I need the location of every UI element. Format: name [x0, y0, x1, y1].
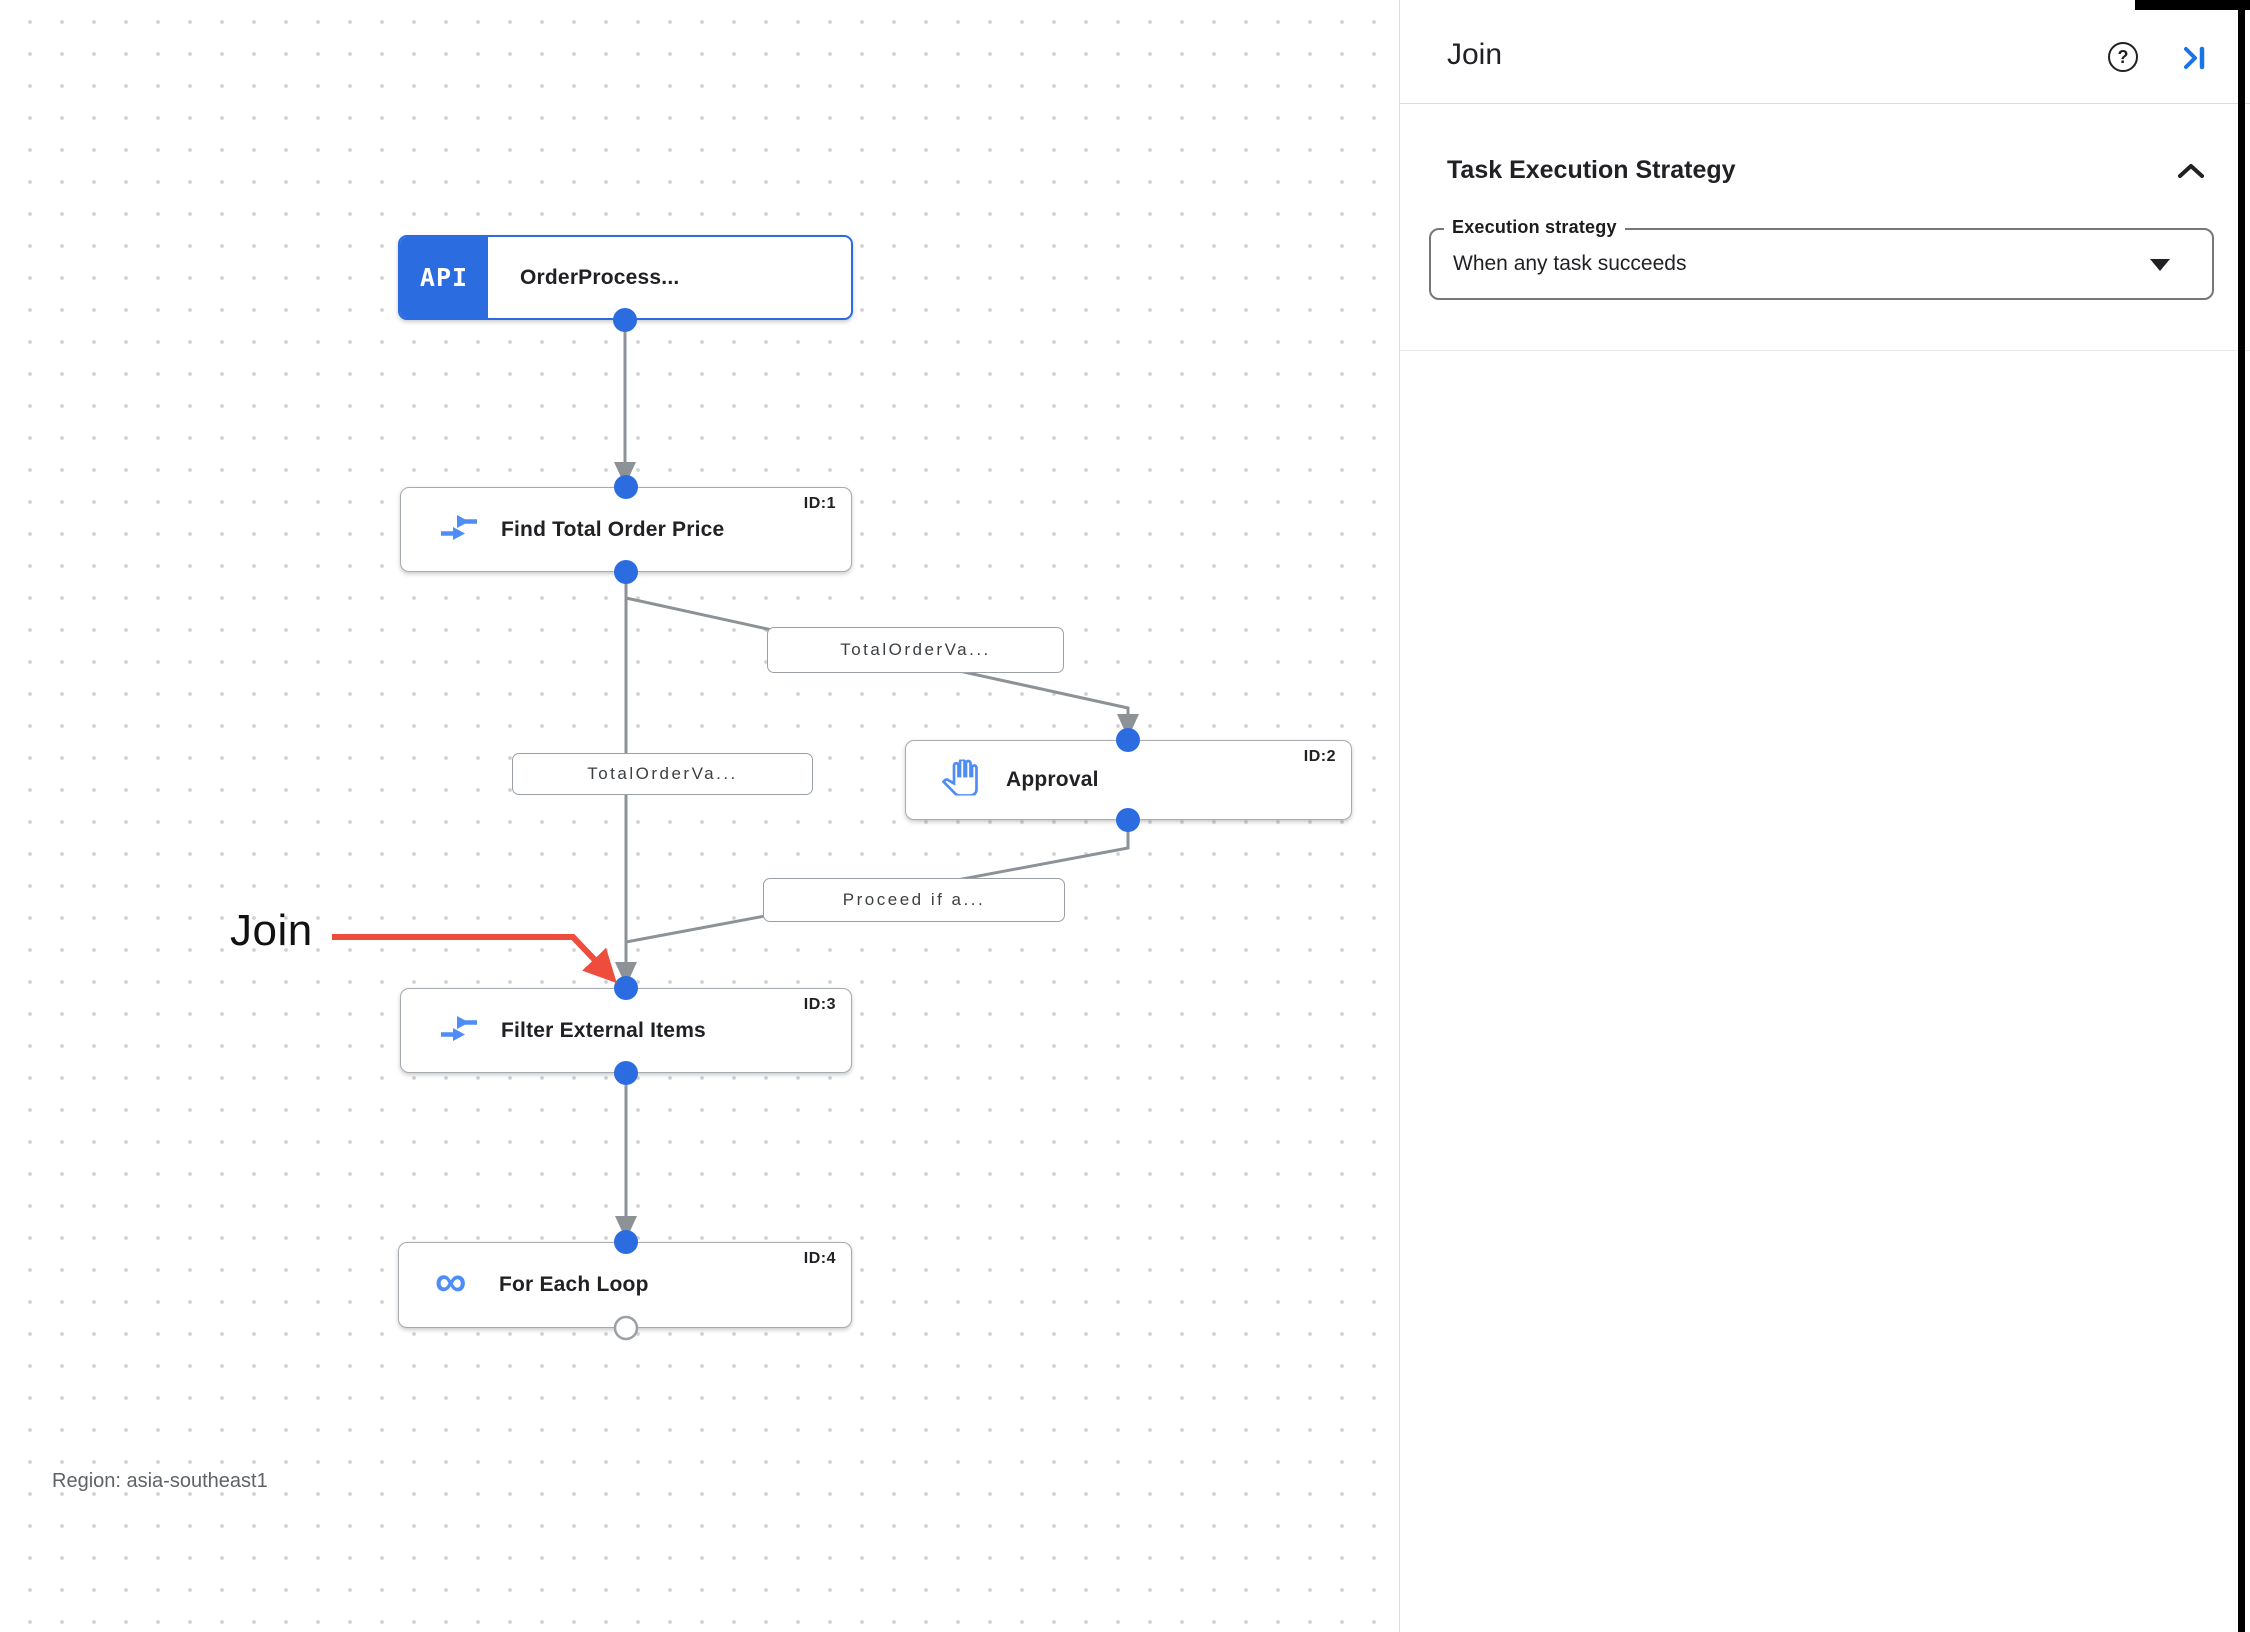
help-icon[interactable]: ?: [2108, 42, 2138, 72]
node-id-badge: ID:3: [803, 996, 836, 1013]
node-title: OrderProcess...: [520, 265, 680, 289]
edge-label-totalordervalue-right[interactable]: TotalOrderVa...: [767, 627, 1064, 673]
arrowhead-icon: [1117, 714, 1139, 738]
connector-in[interactable]: [614, 475, 638, 499]
loop-icon: ∞: [435, 1256, 467, 1306]
node-title: Filter External Items: [501, 1018, 706, 1042]
node-for-each-loop[interactable]: ∞ For Each Loop ID:4: [398, 1242, 852, 1328]
panel-header: Join ?: [1400, 0, 2250, 104]
node-find-total-order-price[interactable]: Find Total Order Price ID:1: [400, 487, 852, 572]
config-panel: Join ? Task Execution Strategy Execution…: [1399, 0, 2250, 1632]
node-filter-external-items[interactable]: Filter External Items ID:3: [400, 988, 852, 1073]
window-chrome-top-bar: [2135, 0, 2250, 10]
node-id-badge: ID:1: [803, 495, 836, 512]
node-id-badge: ID:4: [803, 1250, 836, 1267]
node-id-badge: ID:2: [1303, 748, 1336, 765]
execution-strategy-select[interactable]: Execution strategy When any task succeed…: [1429, 217, 2214, 300]
connector-out[interactable]: [614, 560, 638, 584]
connector-in[interactable]: [614, 1230, 638, 1254]
connector-in[interactable]: [614, 976, 638, 1000]
connector-out[interactable]: [614, 1061, 638, 1085]
section-divider: [1400, 350, 2250, 351]
api-trigger-icon: API: [400, 237, 488, 318]
region-label: Region: asia-southeast1: [52, 1470, 268, 1492]
connector-out[interactable]: [1116, 808, 1140, 832]
annotation-layer: [332, 934, 617, 984]
edge-label-proceed-if[interactable]: Proceed if a...: [763, 878, 1065, 922]
arrowhead-icon: [615, 1216, 637, 1240]
workflow-canvas[interactable]: TotalOrderVa... TotalOrderVa... Proceed …: [0, 0, 1399, 1632]
collapse-panel-icon[interactable]: [2182, 45, 2208, 76]
node-approval[interactable]: Approval ID:2: [905, 740, 1352, 820]
arrowhead-icon: [615, 962, 637, 986]
data-mapping-icon: [437, 511, 483, 548]
connectors-layer: [613, 308, 1140, 1341]
annotation-arrow: [332, 934, 617, 984]
connector-in[interactable]: [1116, 728, 1140, 752]
connector-out-empty[interactable]: [613, 1315, 639, 1341]
dropdown-caret-icon[interactable]: [2150, 259, 2170, 271]
section-title-task-execution-strategy: Task Execution Strategy: [1447, 156, 1736, 184]
hand-approval-icon: [941, 758, 978, 801]
arrowhead-icon: [614, 462, 636, 486]
execution-strategy-label: Execution strategy: [1444, 217, 1625, 238]
node-orderprocess-trigger[interactable]: API OrderProcess...: [398, 235, 853, 320]
panel-title: Join: [1447, 38, 1503, 71]
annotation-join-label: Join: [230, 906, 313, 955]
node-title: For Each Loop: [499, 1273, 649, 1296]
window-chrome-right-bar: [2238, 0, 2245, 1632]
data-mapping-icon: [437, 1012, 483, 1049]
node-title: Approval: [1006, 768, 1099, 791]
node-title: Find Total Order Price: [501, 517, 725, 541]
edge-label-totalordervalue-left[interactable]: TotalOrderVa...: [512, 753, 813, 795]
connector-out[interactable]: [613, 308, 637, 332]
execution-strategy-value: When any task succeeds: [1453, 252, 1687, 275]
chevron-up-icon[interactable]: [2176, 162, 2206, 185]
